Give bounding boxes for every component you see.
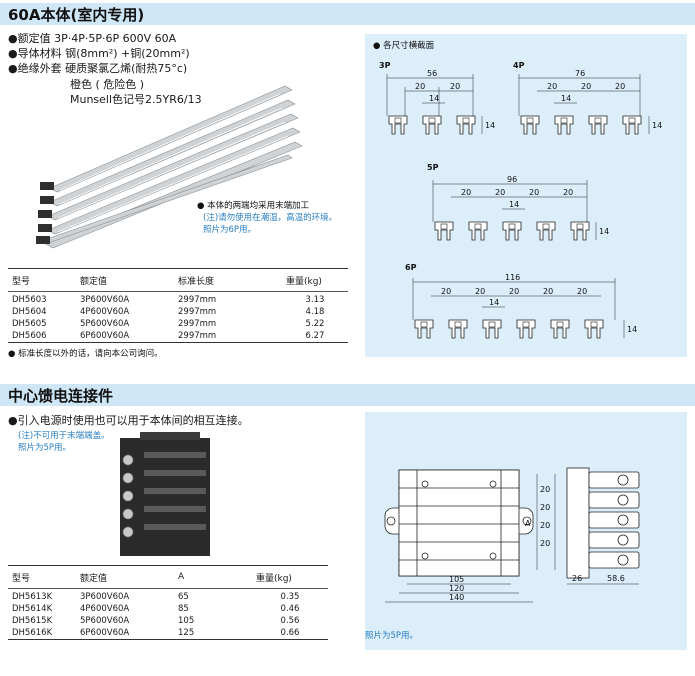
svg-text:116: 116 <box>505 273 520 282</box>
spec-munsell: Munsell色记号2.5YR6/13 <box>70 93 202 106</box>
svg-text:20: 20 <box>540 485 550 494</box>
busbar-photo <box>36 85 303 249</box>
table-row: DH5603 3P600V60A 2997mm 3.13 <box>12 295 325 305</box>
svg-text:20: 20 <box>540 539 550 548</box>
photo-note-end: ● 本体的两端均采用末端加工 <box>197 201 310 211</box>
connector-note: (注)不可用于末端端盖。 <box>18 431 110 441</box>
svg-text:4P: 4P <box>513 61 525 70</box>
section1-title: 60A本体(室内专用) <box>8 6 145 24</box>
cross-section-drawing: 3P 56 20 20 14 14 4P 76 20 20 20 14 14 5… <box>379 61 662 339</box>
svg-text:20: 20 <box>543 287 553 296</box>
table-row: DH5606 6P600V60A 2997mm 6.27 <box>12 331 325 341</box>
section2-title: 中心馈电连接件 <box>8 387 114 405</box>
table-row: DH5604 4P600V60A 2997mm 4.18 <box>12 307 325 317</box>
svg-text:14: 14 <box>485 121 495 130</box>
svg-text:20: 20 <box>450 82 460 91</box>
svg-text:20: 20 <box>540 521 550 530</box>
photo-note-6p: 照片为6P用。 <box>203 225 257 235</box>
svg-text:14: 14 <box>652 121 662 130</box>
col-rating: 额定值 <box>76 268 174 292</box>
svg-text:20: 20 <box>581 82 591 91</box>
svg-text:3P: 3P <box>379 61 391 70</box>
svg-text:56: 56 <box>427 69 437 78</box>
svg-text:20: 20 <box>563 188 573 197</box>
col-length: 标准长度 <box>174 268 282 292</box>
svg-text:14: 14 <box>509 200 519 209</box>
svg-text:20: 20 <box>540 503 550 512</box>
spec-color: 橙色 ( 危险色 ) <box>70 78 145 91</box>
connector-drawing: 105 120 140 A 20 20 20 20 26 58.6 <box>384 467 640 603</box>
length-footnote: ● 标准长度以外的话，请向本公司询问。 <box>8 349 163 359</box>
connector-drawing-panel: 105 120 140 A 20 20 20 20 26 58.6 照片为5P用… <box>365 412 687 650</box>
svg-text:20: 20 <box>547 82 557 91</box>
svg-text:58.6: 58.6 <box>607 574 625 583</box>
svg-text:26: 26 <box>572 574 582 583</box>
svg-text:14: 14 <box>627 325 637 334</box>
section2-table: 型号 额定值 A 重量(kg) DH5613K 3P600V60A 65 0.3… <box>8 565 328 640</box>
table-row: DH5615K 5P600V60A 105 0.56 <box>12 616 300 626</box>
col-weight: 重量(kg) <box>252 565 328 589</box>
svg-text:120: 120 <box>449 584 464 593</box>
table-header-row: 型号 额定值 标准长度 重量(kg) <box>8 268 348 292</box>
svg-text:105: 105 <box>449 575 464 584</box>
cross-section-panel: ● 各尺寸横截面 <box>365 34 687 357</box>
section1-header: 60A本体(室内专用) <box>0 3 695 25</box>
drawing-caption: 照片为5P用。 <box>365 631 419 641</box>
table-header-row: 型号 额定值 A 重量(kg) <box>8 565 328 589</box>
svg-text:20: 20 <box>577 287 587 296</box>
svg-text:20: 20 <box>475 287 485 296</box>
svg-text:20: 20 <box>509 287 519 296</box>
svg-text:20: 20 <box>495 188 505 197</box>
col-model: 型号 <box>8 268 76 292</box>
col-weight: 重量(kg) <box>282 268 348 292</box>
table-row: DH5614K 4P600V60A 85 0.46 <box>12 604 300 614</box>
svg-text:14: 14 <box>429 94 439 103</box>
connector-photo <box>120 432 210 556</box>
svg-text:20: 20 <box>461 188 471 197</box>
spec-insulation: ●绝缘外套 硬质聚氯乙烯(耐热75°c) <box>8 62 188 75</box>
table-row: DH5613K 3P600V60A 65 0.35 <box>12 592 300 602</box>
cross-section-caption: ● 各尺寸横截面 <box>373 41 435 51</box>
connector-spec: ●引入电源时使用也可以用于本体间的相互连接。 <box>8 414 249 427</box>
table-row: DH5605 5P600V60A 2997mm 5.22 <box>12 319 325 329</box>
section2-header: 中心馈电连接件 <box>0 384 695 406</box>
svg-text:76: 76 <box>575 69 585 78</box>
svg-text:20: 20 <box>415 82 425 91</box>
svg-text:5P: 5P <box>427 163 439 172</box>
svg-text:140: 140 <box>449 593 464 602</box>
svg-text:96: 96 <box>507 175 517 184</box>
svg-text:14: 14 <box>599 227 609 236</box>
col-model: 型号 <box>8 565 76 589</box>
col-rating: 额定值 <box>76 565 174 589</box>
svg-text:20: 20 <box>441 287 451 296</box>
spec-rating: ●额定值 3P·4P·5P·6P 600V 60A <box>8 32 177 45</box>
svg-text:6P: 6P <box>405 263 417 272</box>
connector-photo-note: 照片为5P用。 <box>18 443 72 453</box>
spec-material: ●导体材料 钢(8mm²) +铜(20mm²) <box>8 47 190 60</box>
svg-text:14: 14 <box>561 94 571 103</box>
svg-text:A: A <box>525 519 531 528</box>
photo-note-warning: (注)请勿使用在潮湿，高温的环境。 <box>203 213 338 223</box>
section1-table: 型号 额定值 标准长度 重量(kg) DH5603 3P600V60A 2997… <box>8 268 348 343</box>
table-row: DH5616K 6P600V60A 125 0.66 <box>12 628 300 638</box>
svg-text:14: 14 <box>489 298 499 307</box>
col-a: A <box>174 565 252 589</box>
svg-text:20: 20 <box>615 82 625 91</box>
svg-text:20: 20 <box>529 188 539 197</box>
